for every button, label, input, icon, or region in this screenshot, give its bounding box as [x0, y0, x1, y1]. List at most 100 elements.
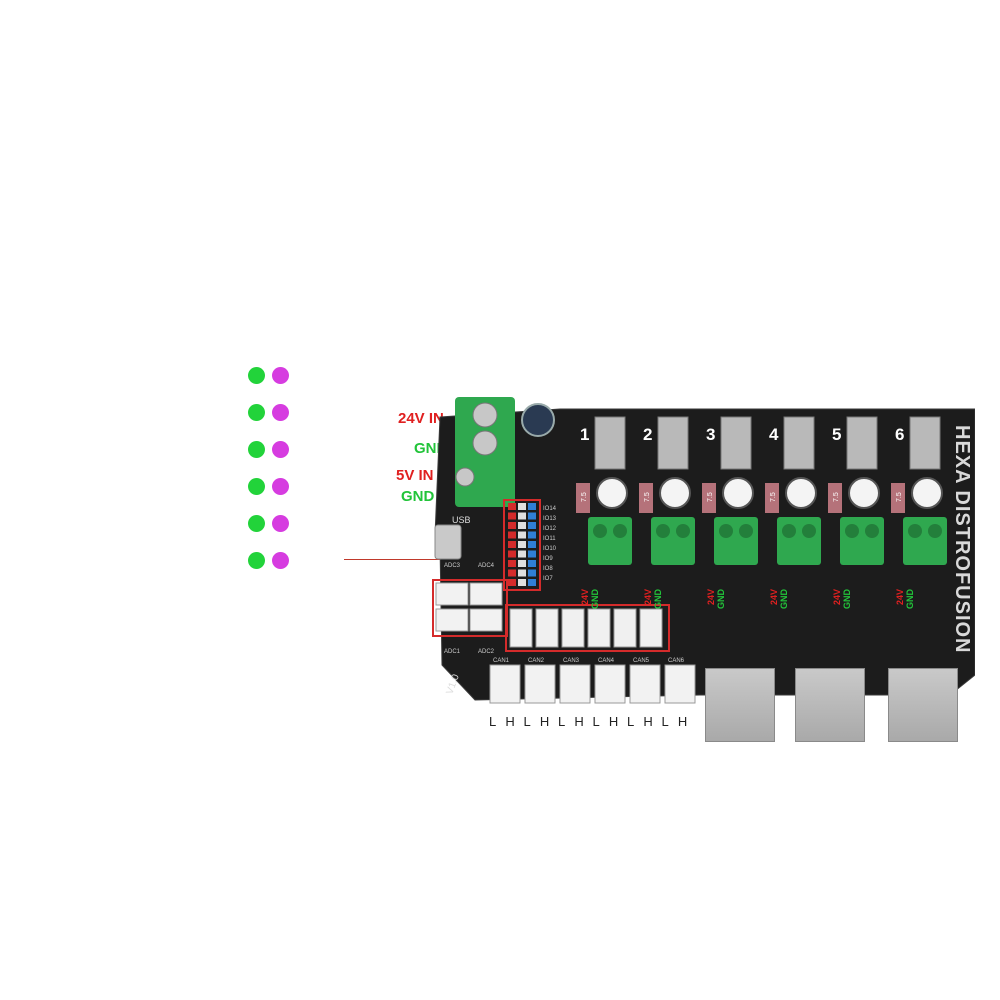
fuse: [765, 483, 779, 513]
legend-dot-magenta: [272, 367, 289, 384]
legend-dot-green: [248, 404, 265, 421]
output-terminal: [903, 517, 947, 565]
lh-label: L H: [523, 714, 553, 729]
legend-dot-green: [248, 515, 265, 532]
terminal-hole: [928, 524, 942, 538]
terminal-hole: [676, 524, 690, 538]
fuse-label: 7.5: [896, 492, 903, 502]
terminal-hole: [782, 524, 796, 538]
io-pin-red: [508, 503, 516, 510]
io-label: IO13: [543, 516, 557, 522]
usb-port: [434, 524, 462, 560]
channel-number: 1: [580, 425, 589, 444]
out-pos-label: 24V: [643, 589, 653, 605]
channel-number: 4: [769, 425, 779, 444]
can-label: CAN6: [668, 658, 685, 664]
out-neg-label: GND: [779, 589, 789, 610]
io-pin-red: [508, 541, 516, 548]
legend-dot-magenta: [272, 552, 289, 569]
fuse: [576, 483, 590, 513]
out-pos-label: 24V: [706, 589, 716, 605]
label-5v-in: 5V IN: [396, 467, 434, 484]
can-connector: [559, 664, 591, 704]
output-terminal: [714, 517, 758, 565]
terminal-hole: [845, 524, 859, 538]
io-pin-blue: [528, 531, 536, 539]
out-neg-label: GND: [716, 589, 726, 610]
io-label: IO10: [543, 546, 557, 552]
io-label: IO14: [543, 506, 557, 512]
channel-capacitor: [848, 477, 880, 509]
io-pin-blue: [528, 503, 536, 510]
fuse-label: 7.5: [707, 492, 714, 502]
terminal-hole: [908, 524, 922, 538]
adc-label: ADC1: [444, 649, 461, 655]
io-header-pins: [508, 503, 536, 586]
jst-connector: [535, 608, 559, 648]
jst-row-highlight: [505, 604, 670, 652]
can-connector: [489, 664, 521, 704]
io-pin-red: [508, 522, 516, 529]
channel-switch: [720, 416, 752, 470]
output-terminal: [840, 517, 884, 565]
out-pos-label: 24V: [580, 589, 590, 605]
usb-label: USB: [452, 515, 471, 525]
channel-number: 3: [706, 425, 715, 444]
io-label: IO9: [543, 556, 553, 562]
fuse-label: 7.5: [770, 492, 777, 502]
rj45-port-3: [888, 668, 958, 742]
io-pin-white: [518, 579, 526, 586]
terminal-screw-2: [472, 430, 498, 456]
out-pos-label: 24V: [895, 589, 905, 605]
io-pin-blue: [528, 512, 536, 520]
channel-number: 5: [832, 425, 841, 444]
legend-dot-magenta: [272, 404, 289, 421]
channel-switch: [909, 416, 941, 470]
terminal-hole: [593, 524, 607, 538]
fuse-label: 7.5: [581, 492, 588, 502]
out-neg-label: GND: [905, 589, 915, 610]
terminal-hole: [656, 524, 670, 538]
fuse: [891, 483, 905, 513]
callout-leader-line: [344, 559, 476, 560]
io-pin-white: [518, 531, 526, 539]
adc-connector: [435, 582, 469, 606]
channel-capacitor: [722, 477, 754, 509]
channel-number: 6: [895, 425, 904, 444]
io-pin-red: [508, 512, 516, 520]
rj45-port-1: [705, 668, 775, 742]
channel-capacitor: [785, 477, 817, 509]
can-label: CAN2: [528, 658, 545, 664]
fuse: [828, 483, 842, 513]
lh-label: L H: [592, 714, 622, 729]
io-pin-blue: [528, 560, 536, 567]
can-label: CAN1: [493, 658, 510, 664]
jst-connector: [613, 608, 637, 648]
io-pin-blue: [528, 579, 536, 586]
io-pin-red: [508, 579, 516, 586]
io-label: IO11: [543, 536, 556, 542]
io-header-highlight: [503, 499, 541, 591]
terminal-hole: [613, 524, 627, 538]
io-pin-red: [508, 569, 516, 577]
brand-label: HEXA DISTROFUSION: [951, 425, 973, 654]
channel-capacitor: [911, 477, 943, 509]
fuse: [702, 483, 716, 513]
output-terminal: [588, 517, 632, 565]
jst-connector: [639, 608, 663, 648]
channel-switch: [783, 416, 815, 470]
legend-dot-green: [248, 441, 265, 458]
terminal-hole: [739, 524, 753, 538]
legend-dot-magenta: [272, 478, 289, 495]
terminal-hole: [865, 524, 879, 538]
legend-dot-magenta: [272, 441, 289, 458]
io-pin-blue: [528, 569, 536, 577]
fuse-label: 7.5: [644, 492, 651, 502]
lh-label: L H: [489, 714, 518, 729]
can-connector: [629, 664, 661, 704]
out-neg-label: GND: [653, 589, 663, 610]
fuse: [639, 483, 653, 513]
